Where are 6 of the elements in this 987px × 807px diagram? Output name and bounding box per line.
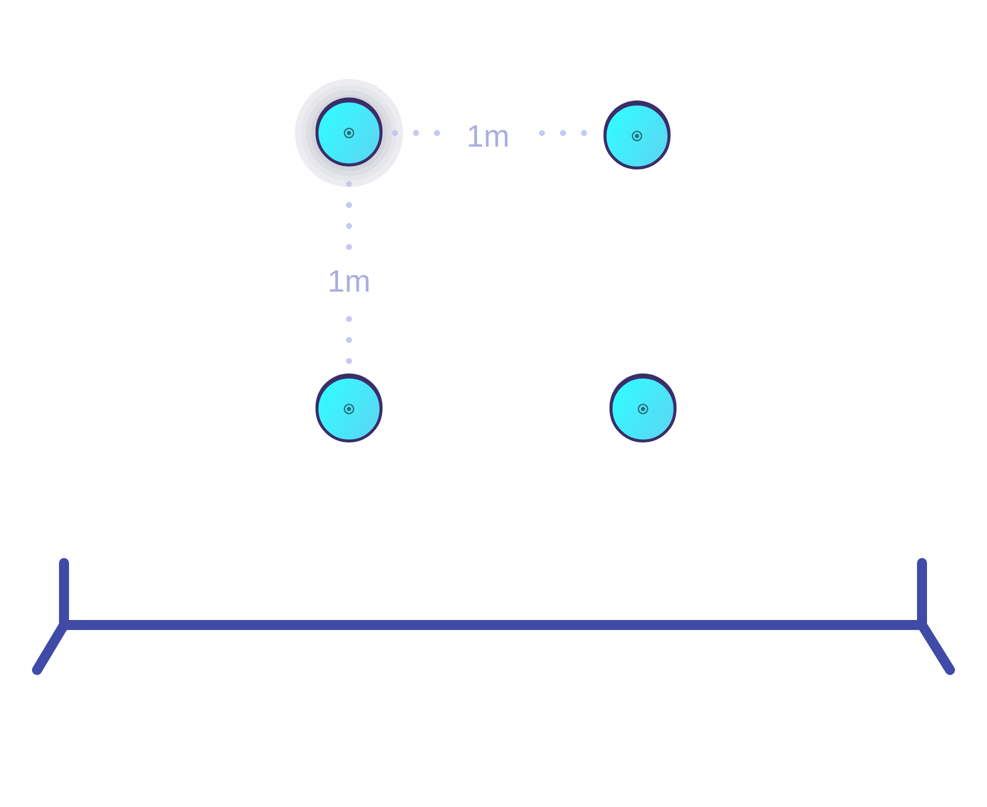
circle-marker [316,98,382,166]
circle-marker [604,100,670,170]
circle-marker [316,374,382,442]
dimension-label: 1m [330,270,368,292]
circle-marker [610,374,676,442]
dimension-label: 1m [468,125,508,147]
